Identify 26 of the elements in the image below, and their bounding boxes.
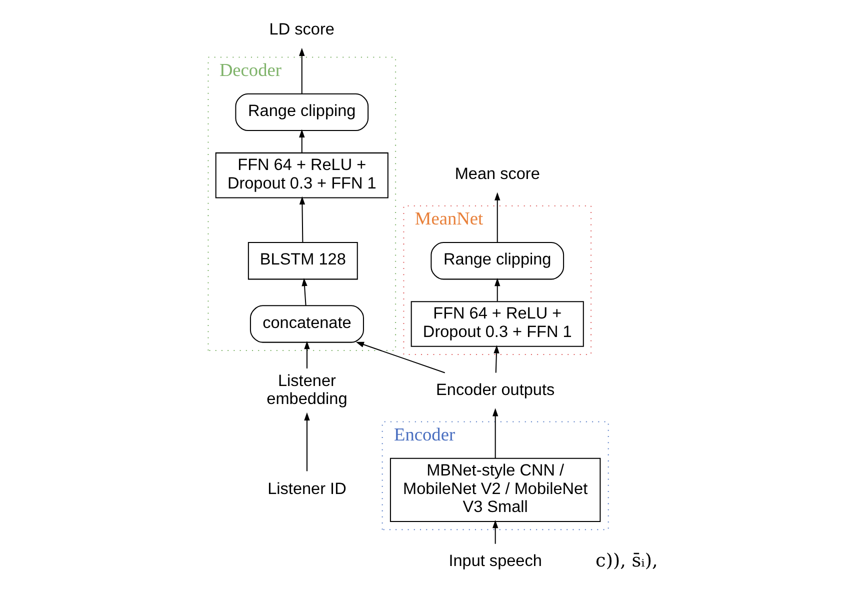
- arrow: [494, 278, 500, 302]
- label: c)), s̄ᵢ),: [595, 550, 658, 572]
- arrow: [298, 196, 305, 242]
- arrow: [492, 520, 498, 544]
- arrow: [301, 278, 307, 306]
- arrow: [492, 408, 498, 458]
- arrow: [298, 129, 304, 153]
- node-box: FFN 64 + ReLU + Dropout 0.3 + FFN 1: [214, 152, 388, 198]
- node-box: Range clipping: [430, 242, 564, 280]
- node-text: Listener ID: [267, 480, 346, 498]
- arrow: [304, 340, 310, 368]
- node-box: BLSTM 128: [247, 242, 358, 280]
- node-box: concatenate: [249, 305, 364, 343]
- node-text: Encoder outputs: [436, 381, 554, 400]
- arrow: [494, 192, 500, 242]
- arrow: [355, 342, 445, 374]
- node-text: Input speech: [448, 552, 542, 570]
- node-box: FFN 64 + ReLU + Dropout 0.3 + FFN 1: [410, 301, 584, 347]
- arrow: [298, 48, 304, 94]
- node-text: Listener embedding: [266, 372, 347, 408]
- node-text: LD score: [268, 20, 334, 39]
- arrow: [304, 412, 310, 472]
- node-box: Range clipping: [234, 93, 368, 132]
- node-text: Mean score: [454, 165, 540, 184]
- arrow: [493, 345, 499, 373]
- node-box: MBNet-style CNN / MobileNet V2 / MobileNet V3 Small: [389, 458, 600, 522]
